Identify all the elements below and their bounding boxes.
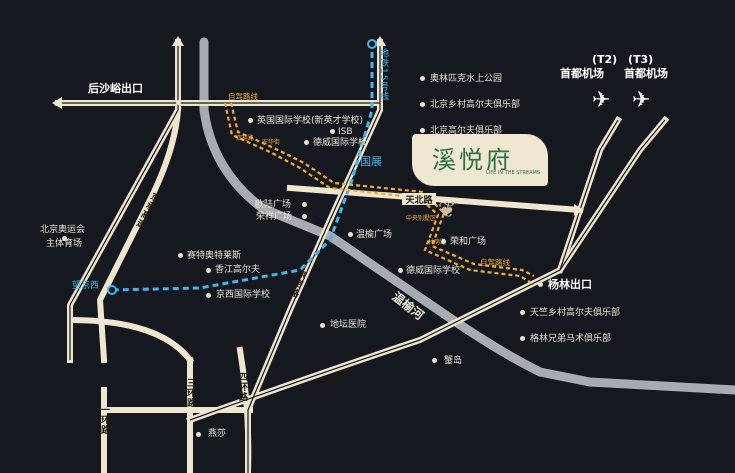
poi-ronghe-plaza: 荣和广场: [450, 237, 487, 247]
poi-marker: [432, 358, 437, 363]
poi-xiangjiang-golf: 香江高尔夫: [215, 265, 261, 275]
metro-label-line15: 地铁15号线: [378, 48, 388, 102]
exit-yanglin-marker: [538, 282, 543, 287]
airport-t2-name: 首都机场: [560, 67, 604, 80]
exit-houshayu: 后沙峪出口: [88, 82, 143, 95]
exit-houshayu-marker: [176, 100, 181, 105]
poi-olympic-stadium-line1: 北京奥运会: [40, 225, 86, 235]
poi-british-school: 英国国际学校(新英才学校): [257, 116, 364, 126]
poi-marker: [441, 239, 446, 244]
poi-yansha: 燕莎: [208, 429, 227, 439]
poi-marker: [398, 268, 403, 273]
small-road-shuangyu: 双裕路: [236, 135, 255, 142]
poi-marker: [420, 128, 425, 133]
poi-marker: [196, 432, 201, 437]
route-label-1: 自驾路线: [228, 92, 258, 101]
road-label-ring3: 三环路: [185, 378, 195, 408]
plane-icon-t3: ✈: [632, 88, 651, 113]
poi-dulwich-school-2: 德威国际学校: [406, 266, 461, 276]
metro-label-guozhan: 国展: [360, 155, 382, 168]
airport-t3-terminal: (T3): [628, 53, 654, 66]
metro-label-wangjingxi: 望京西: [72, 281, 100, 291]
poi-xiedao: 蟹岛: [444, 356, 463, 366]
arrow-jingmi-top: [374, 36, 386, 46]
road-label-ring1: 一环路: [99, 405, 109, 435]
river-wenyu: [199, 37, 735, 395]
route-label-2: 自驾路线: [480, 258, 510, 267]
poi-marker: [320, 323, 325, 328]
poi-marker: [348, 232, 353, 237]
poi-olympic-water-park: 奥林匹克水上公园: [430, 74, 503, 84]
poi-marker: [178, 253, 183, 258]
leaf-icon: ❦: [438, 198, 457, 223]
arrow-houshayu-left: [52, 97, 62, 109]
small-road-villa: 中央别墅区: [406, 215, 437, 222]
poi-marker: [248, 118, 253, 123]
project-subtitle: LIFE IN THE STREAMS: [486, 170, 541, 176]
poi-marker: [520, 336, 525, 341]
airport-t3-name: 首都机场: [624, 67, 668, 80]
poi-marker: [520, 310, 525, 315]
small-road-linyin: 林荫路: [428, 239, 447, 246]
arrow-left-top: [172, 36, 184, 46]
road-label-tianbei: 天北路: [402, 193, 436, 206]
poi-marker: [206, 268, 211, 273]
road-left-loop: [66, 316, 195, 365]
poi-ditan-hospital: 地坛医院: [330, 320, 367, 330]
airport-t2-terminal: (T2): [592, 53, 618, 66]
poi-scitech-outlets: 赛特奥特莱斯: [187, 251, 242, 261]
poi-olympic-stadium: 主体育场: [46, 239, 83, 249]
poi-marker: [420, 76, 425, 81]
poi-beijing-country-golf: 北京乡村高尔夫俱乐部: [430, 100, 521, 110]
poi-dulwich-school: 德威国际学校: [313, 138, 368, 148]
poi-rongxiang-plaza: 荣祥广场: [256, 212, 293, 222]
project-logo: 溪悦府 LIFE IN THE STREAMS: [412, 134, 548, 186]
project-name: 溪悦府: [432, 146, 513, 174]
poi-marker: [304, 140, 309, 145]
metro-station-top: [367, 39, 377, 49]
poi-marker: [302, 202, 307, 207]
poi-marker: [302, 214, 307, 219]
metro-station-wangjingxi-marker: [107, 285, 117, 295]
poi-marker: [330, 129, 335, 134]
poi-oulu-plaza: 欧陆广场: [255, 200, 292, 210]
poi-isb: ISB: [338, 127, 353, 137]
exit-yanglin: 杨林出口: [548, 278, 592, 291]
road-center-lines: [58, 42, 666, 473]
road-label-ring4: 四环路: [237, 372, 247, 402]
poi-tianzhu-golf: 天竺乡村高尔夫俱乐部: [530, 308, 621, 318]
small-road-anhua: 安华街: [262, 139, 281, 146]
poi-beijing-golf: 北京高尔夫俱乐部: [430, 126, 503, 136]
poi-grimm-equestrian: 格林兄弟马术俱乐部: [530, 334, 612, 344]
poi-marker: [420, 102, 425, 107]
arrow-tianbei-right: [574, 204, 584, 216]
poi-western-academy: 京西国际学校: [216, 290, 271, 300]
road-jingcheng: [96, 106, 182, 364]
metro-line-15: [111, 42, 374, 292]
plane-icon-t2: ✈: [592, 88, 611, 113]
poi-marker: [206, 293, 211, 298]
poi-marker: [62, 236, 67, 241]
poi-wenyu-plaza: 温榆广场: [356, 230, 393, 240]
